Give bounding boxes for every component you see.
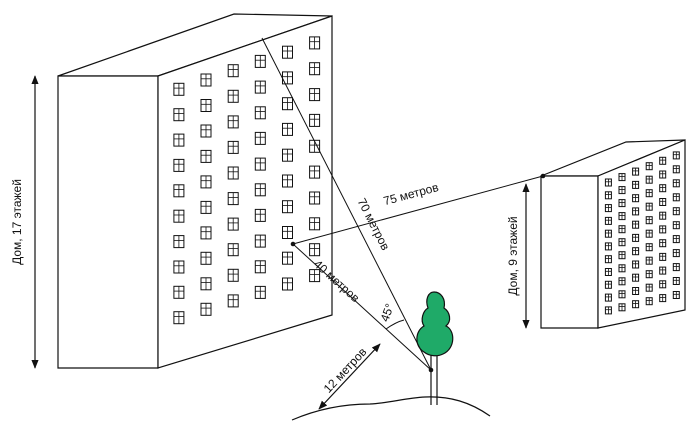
tree <box>416 291 454 405</box>
line-75-meters <box>292 175 544 245</box>
label-12-meters: 12 метров <box>321 345 370 396</box>
building-17-side-face <box>57 75 159 369</box>
point-roof-small <box>540 173 546 179</box>
line-70-meters <box>261 37 432 371</box>
angle-arc <box>385 319 405 330</box>
point-tree <box>428 367 434 373</box>
label-house-9: Дом, 9 этажей <box>506 216 520 295</box>
tree-crown <box>416 291 454 357</box>
line-40-meters <box>292 243 432 371</box>
arrow-12-meters <box>318 343 381 410</box>
ground-hill <box>291 396 491 421</box>
label-angle: 45° <box>378 302 397 324</box>
building-17-windows <box>173 36 321 325</box>
label-house-17: Дом, 17 этажей <box>10 179 24 265</box>
point-window <box>290 241 296 247</box>
label-75-meters: 75 метров <box>382 180 440 208</box>
building-17-floors <box>57 13 333 369</box>
building-9-windows <box>604 151 680 315</box>
building-9-side-face <box>540 175 599 329</box>
